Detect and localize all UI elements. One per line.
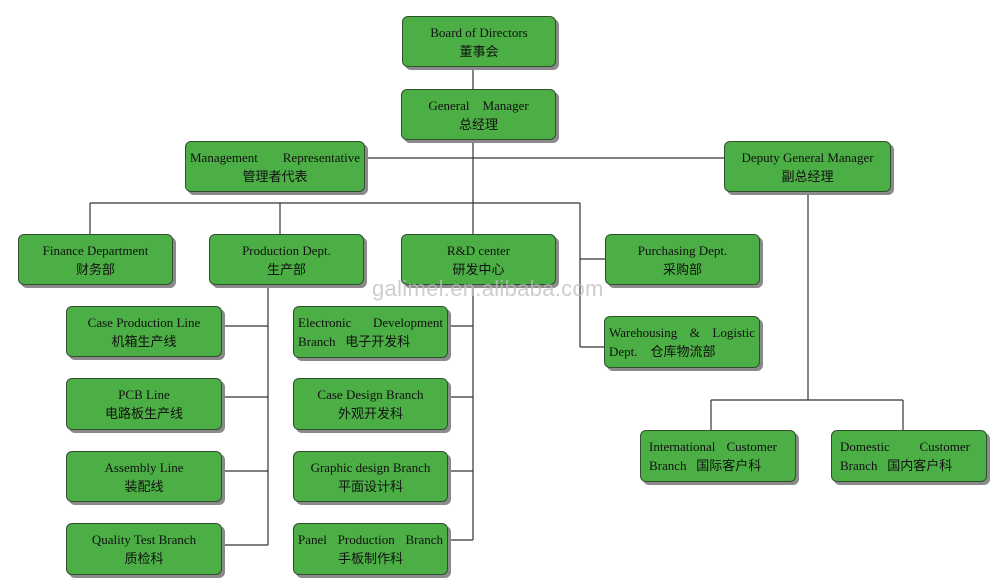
node-label-zh: 平面设计科 xyxy=(337,478,403,494)
node-label-zh: 研发中心 xyxy=(452,261,505,277)
node-label-zh: 管理者代表 xyxy=(242,168,308,184)
node-label-zh: 质检科 xyxy=(124,551,164,566)
node-label-en: PCB Line xyxy=(118,387,170,402)
node-label-en: Finance Department xyxy=(42,242,149,258)
node-label-zh: Branch 国际客户科 xyxy=(649,458,762,473)
node-label-en: Case Production Line xyxy=(87,314,201,330)
node-label-zh: 副总经理 xyxy=(781,168,834,184)
node-purchasing-dept: Purchasing Dept. 采购部 xyxy=(605,234,760,285)
node-label-en: Case Design Branch xyxy=(317,387,424,402)
node-label-zh: 生产部 xyxy=(266,261,306,277)
node-label-en: Deputy General Manager xyxy=(741,149,874,165)
node-label-zh: 财务部 xyxy=(75,261,115,277)
node-label-en: Warehousing&Logistic xyxy=(609,325,755,340)
node-label-zh: 装配线 xyxy=(124,478,164,494)
node-case-production-line: Case Production Line 机箱生产线 xyxy=(66,306,222,357)
node-graphic-design-branch: Graphic design Branch 平面设计科 xyxy=(293,451,448,502)
node-deputy-general-manager: Deputy General Manager 副总经理 xyxy=(724,141,891,192)
node-production-dept: Production Dept. 生产部 xyxy=(209,234,364,285)
node-label-zh: Dept. 仓库物流部 xyxy=(609,344,716,359)
node-label-en: R&D center xyxy=(446,242,511,258)
node-label-en: Board of Directors xyxy=(430,24,528,40)
node-label-zh: 董事会 xyxy=(459,43,499,59)
node-label-zh: 机箱生产线 xyxy=(111,333,177,349)
node-label-zh: 手板制作科 xyxy=(337,551,403,566)
node-label-zh: 电路板生产线 xyxy=(104,406,183,421)
node-label-zh: Branch 国内客户科 xyxy=(840,458,953,473)
node-quality-test-branch: Quality Test Branch 质检科 xyxy=(66,523,222,575)
node-label-en: General Manager xyxy=(428,97,529,113)
node-finance-department: Finance Department 财务部 xyxy=(18,234,173,285)
node-label-zh: 外观开发科 xyxy=(337,406,403,421)
node-label-en: Graphic design Branch xyxy=(310,459,431,475)
node-label-en: Production Dept. xyxy=(242,242,331,258)
node-warehousing-logistic-dept: Warehousing&Logistic Dept. 仓库物流部 xyxy=(604,316,760,368)
node-pcb-line: PCB Line 电路板生产线 xyxy=(66,378,222,430)
node-rd-center: R&D center 研发中心 xyxy=(401,234,556,285)
node-general-manager: General Manager 总经理 xyxy=(401,89,556,140)
node-label-en: Assembly Line xyxy=(104,459,184,475)
node-label-zh: 采购部 xyxy=(662,261,702,277)
node-label-en: Quality Test Branch xyxy=(91,532,197,547)
node-board-of-directors: Board of Directors 董事会 xyxy=(402,16,556,67)
node-assembly-line: Assembly Line 装配线 xyxy=(66,451,222,502)
node-label-zh: 总经理 xyxy=(458,116,498,132)
node-case-design-branch: Case Design Branch 外观开发科 xyxy=(293,378,448,430)
node-label-zh: Branch 电子开发科 xyxy=(298,334,411,349)
node-label-en: Purchasing Dept. xyxy=(637,242,728,258)
